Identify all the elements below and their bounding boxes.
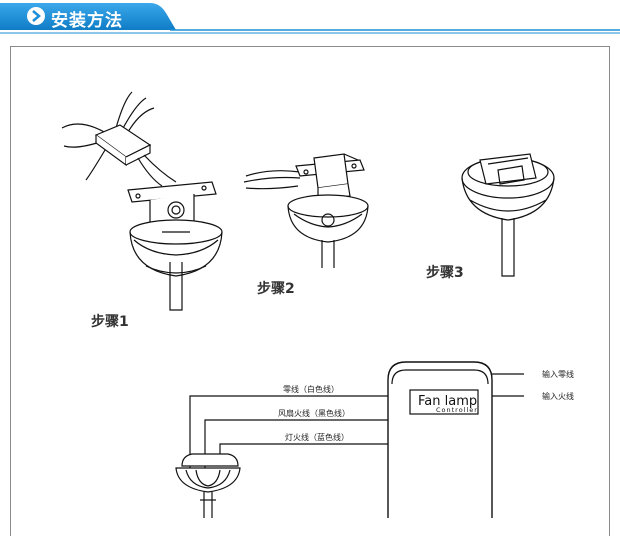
step3-label: 步骤3 — [426, 265, 464, 281]
wiring-diagram — [175, 361, 524, 518]
wire-lamp-live-label: 灯火线（蓝色线） — [285, 433, 349, 442]
chevron-circle-icon — [27, 7, 45, 25]
header-bar — [0, 3, 620, 34]
controller-sublabel: Controller — [436, 406, 478, 414]
step1-illustration — [61, 91, 223, 311]
light-fixture — [175, 453, 241, 518]
step3-illustration — [461, 153, 555, 277]
wire-neutral-label: 零线（白色线） — [283, 385, 339, 394]
wire-fan-live-label: 风扇火线（黑色线） — [278, 409, 350, 418]
input-live-label: 输入火线 — [542, 392, 574, 401]
step1-label: 步骤1 — [91, 314, 129, 330]
step2-label: 步骤2 — [257, 281, 295, 297]
page-title: 安装方法 — [51, 11, 123, 31]
diagram-frame — [10, 46, 610, 536]
input-neutral-label: 输入零线 — [542, 370, 574, 379]
controller-label: Fan lamp — [418, 394, 478, 409]
step2-illustration — [243, 153, 369, 268]
